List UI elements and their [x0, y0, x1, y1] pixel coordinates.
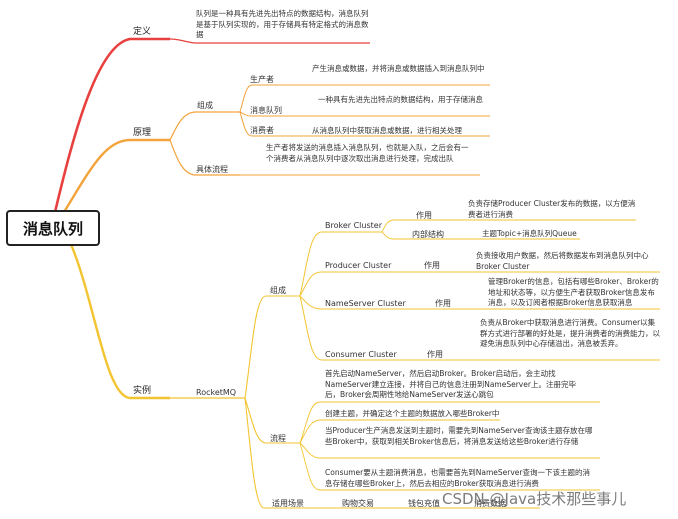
scenario-wallet[interactable]: 钱包充值: [408, 499, 440, 508]
link-step4: [299, 442, 600, 491]
topic-principle-composition[interactable]: 组成: [197, 101, 213, 110]
topic-rocketmq-process[interactable]: 流程: [270, 434, 286, 443]
consumer-usage-label[interactable]: 作用: [427, 350, 443, 359]
topic-consumer-cluster[interactable]: Consumer Cluster: [325, 350, 397, 359]
link-step2: [299, 419, 500, 444]
branch-principle: [62, 138, 170, 213]
broker-structure-label[interactable]: 内部结构: [412, 230, 444, 239]
nameserver-usage-text: 管理Broker的信息，包括有哪些Broker、Broker的地址和状态等，以方…: [488, 277, 659, 307]
topic-rocketmq-composition[interactable]: 组成: [270, 286, 286, 295]
scenario-shopping[interactable]: 购物交易: [342, 499, 374, 508]
topic-definition[interactable]: 定义: [133, 27, 152, 37]
csdn-watermark: CSDN @Java技术那些事儿: [442, 490, 627, 508]
link-consumer-cluster: [299, 295, 394, 361]
topic-rocketmq-scenarios[interactable]: 适用场景: [272, 499, 304, 508]
topic-nameserver-cluster[interactable]: NameServer Cluster: [325, 299, 406, 308]
nameserver-usage-label[interactable]: 作用: [435, 299, 451, 308]
link-broker-usage: [381, 219, 466, 233]
link-step1: [299, 401, 600, 444]
link-step3: [299, 442, 600, 459]
definition-text: 队列是一种具有先进先出特点的数据结构，消息队列是基于队列实现的，用于存储具有特定…: [196, 9, 369, 39]
link-rocketmq-process: [244, 397, 300, 444]
topic-producer-cluster[interactable]: Producer Cluster: [325, 261, 392, 270]
branch-example: [68, 241, 170, 400]
link-broker: [299, 231, 382, 297]
producer-usage-text: 负责接收用户数据，然后将数据发布到消息队列中心Broker Cluster: [476, 251, 649, 271]
broker-structure-text: 主题Topic+消息队列Queue: [482, 229, 577, 238]
consumer-usage-text: 负责从Broker中获取消息进行消费。Consumer以集群方式进行部署的好处是…: [480, 318, 660, 348]
link-broker-structure: [381, 231, 466, 240]
link-producer-cluster: [299, 271, 392, 297]
topic-principle[interactable]: 原理: [133, 128, 152, 138]
link-principle-flow: [169, 139, 240, 176]
topic-producer[interactable]: 生产者: [250, 75, 274, 84]
scenario-consumption[interactable]: 消费数据: [474, 499, 506, 508]
link-composition-producer: [239, 84, 300, 113]
topic-message-queue[interactable]: 消息队列: [250, 106, 282, 115]
branch-definition: [53, 37, 170, 213]
producer-text: 产生消息或数据，并将消息或数据插入到消息队列中: [312, 64, 485, 73]
topic-rocketmq[interactable]: RocketMQ: [196, 388, 237, 397]
link-principle-composition: [169, 111, 240, 141]
link-nameserver: [299, 295, 404, 310]
process-step3: 当Producer生产消息发送到主题时，需要先到NameServer查询该主题存…: [325, 426, 593, 446]
link-rocketmq-scenarios: [244, 397, 320, 509]
producer-usage-label[interactable]: 作用: [424, 261, 440, 270]
topic-example[interactable]: 实例: [133, 386, 152, 396]
topic-consumer[interactable]: 消费者: [250, 126, 274, 135]
root-topic[interactable]: 消息队列: [6, 210, 100, 246]
consumer-text: 从消息队列中获取消息或数据，进行相关处理: [312, 126, 462, 135]
process-step2: 创建主题，并确定这个主题的数据放入哪些Broker中: [325, 409, 500, 418]
process-step4: Consumer要从主题消费消息，也需要首先到NameServer查询一下该主题…: [325, 468, 590, 488]
flow-text: 生产者将发送的消息插入消息队列，也就是入队，之后会有一个消费者从消息队列中逐次取…: [266, 143, 469, 163]
process-step1: 首先启动NameServer，然后启动Broker。Broker启动后，会主动找…: [325, 369, 576, 399]
topic-principle-flow[interactable]: 具体流程: [196, 165, 228, 174]
broker-usage-label[interactable]: 作用: [416, 211, 432, 220]
link-composition-queue: [239, 111, 300, 117]
queue-text: 一种具有先进先出特点的数据结构，用于存储消息: [318, 95, 483, 104]
link-rocketmq-composition: [244, 295, 300, 399]
definition-underline: [169, 38, 370, 44]
topic-broker-cluster[interactable]: Broker Cluster: [325, 221, 382, 230]
link-composition-consumer: [239, 111, 300, 137]
broker-usage-text: 负责存储Producer Cluster发布的数据，以方便消费者进行消费: [468, 199, 636, 219]
